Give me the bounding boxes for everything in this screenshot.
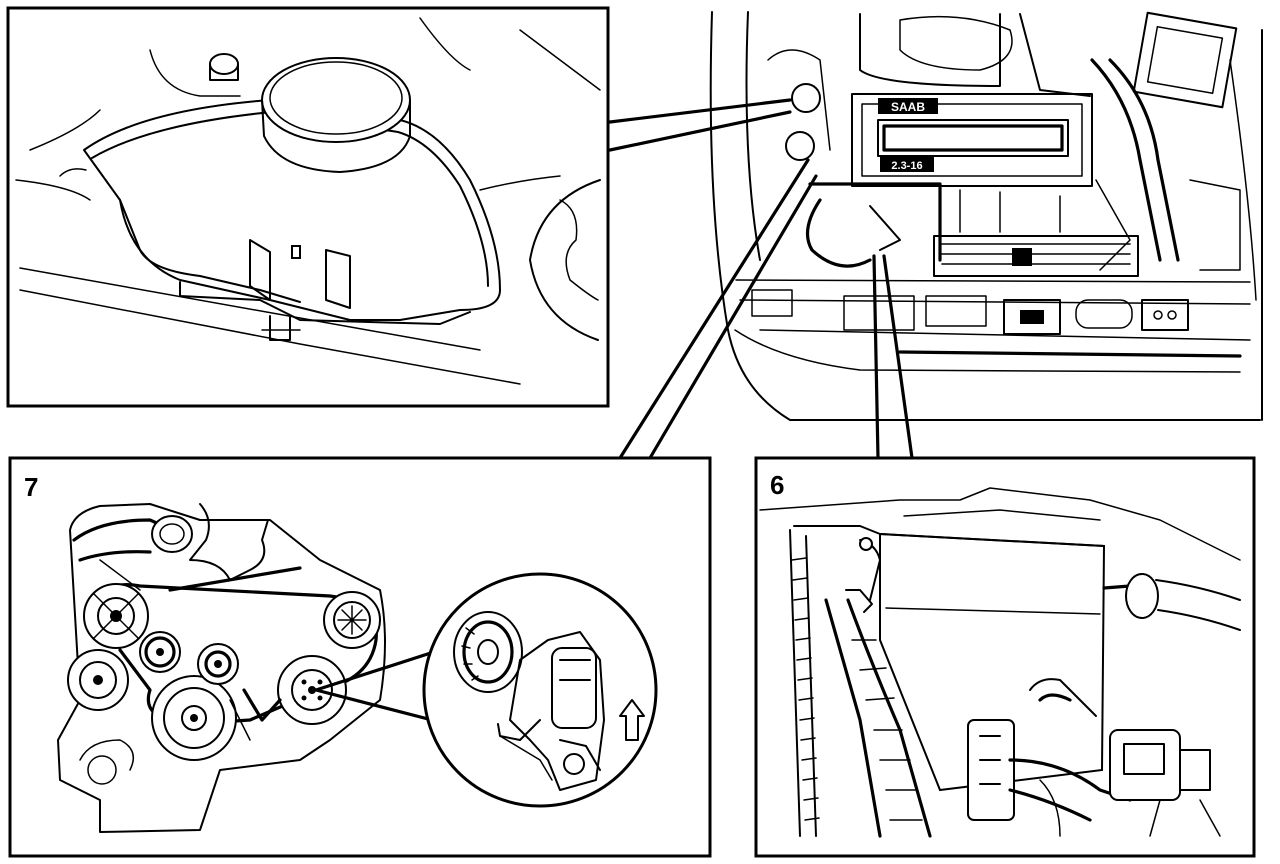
callout-number-belt: 7 (24, 472, 38, 502)
coolant-reservoir-panel: 6 (754, 456, 1256, 858)
crankshaft-pulley (151, 675, 237, 761)
callout-number-reservoir: 6 (770, 470, 784, 500)
tensioner-pulley (197, 643, 239, 685)
engine-code-badge: 2.3-16 (891, 160, 922, 172)
water-pump-pulley (277, 655, 347, 725)
expansion-tank-panel (6, 6, 610, 408)
engine-bay-overview: SAAB 2.3-16 (709, 11, 1263, 421)
alternator-pulley (83, 583, 149, 649)
ac-compressor-pulley (323, 591, 381, 649)
tensioner-roller (453, 611, 523, 693)
tensioner-detail-circle (422, 572, 658, 808)
idler-pulley (139, 631, 181, 673)
belt-tensioner-panel: 7 (8, 456, 712, 858)
leader-lines (608, 98, 914, 460)
power-steering-pulley (67, 649, 129, 711)
engine-brand-badge: SAAB (891, 100, 925, 114)
